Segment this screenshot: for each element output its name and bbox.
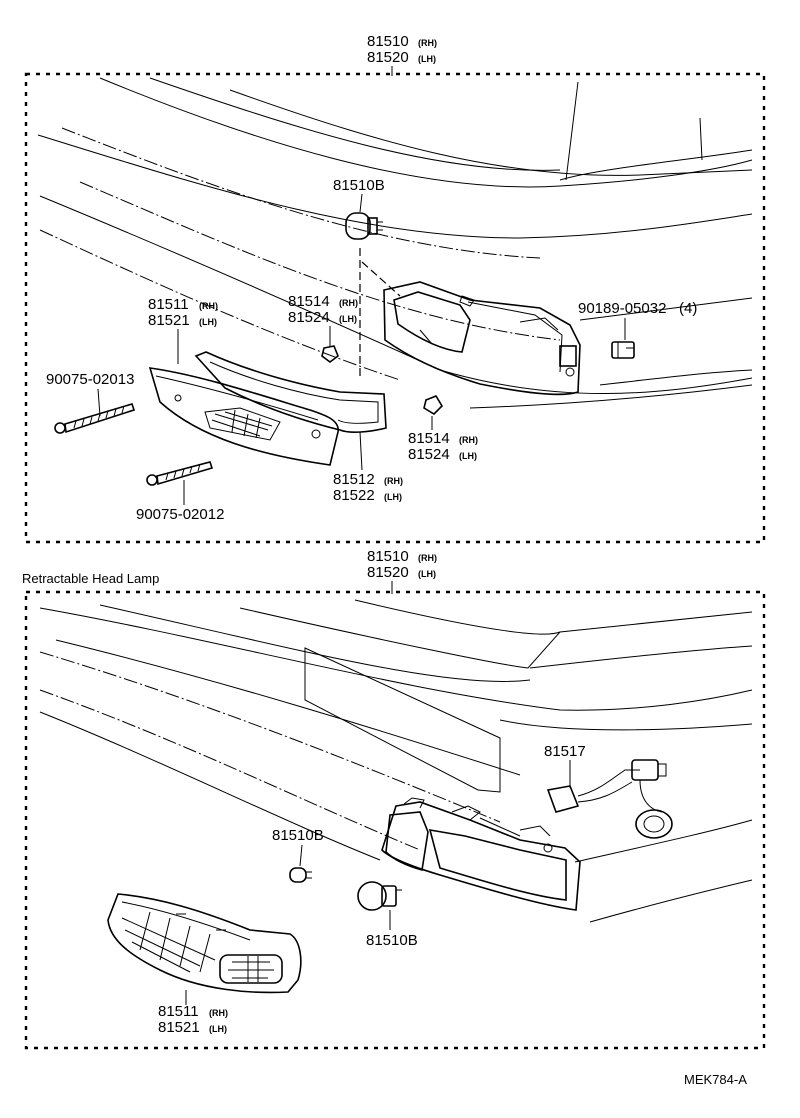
top-nut-upper-lh-label[interactable]: 81524	[288, 309, 330, 326]
top-nut-lower-rh-side: (RH)	[459, 435, 478, 445]
top-lens[interactable]	[148, 367, 339, 466]
top-gasket-rh-side: (RH)	[384, 476, 403, 486]
top-assembly-lh-side: (LH)	[418, 54, 436, 64]
bottom-section: Retractable Head Lamp 81510 (RH) 81520 (…	[22, 548, 766, 1050]
top-gasket-rh-label[interactable]: 81512	[333, 471, 375, 488]
bottom-socket-label[interactable]: 81517	[544, 743, 586, 760]
top-lens-rh-label[interactable]: 81511	[148, 296, 189, 313]
bottom-lens-lh-side: (LH)	[209, 1024, 227, 1034]
top-lens-lh-side: (LH)	[199, 317, 217, 327]
top-nut-lower-lh-label[interactable]: 81524	[408, 446, 450, 463]
bottom-lens-rh-label[interactable]: 81511	[158, 1003, 199, 1020]
top-section-frame	[24, 72, 766, 544]
top-bulb[interactable]	[345, 212, 383, 240]
top-screw-long-label[interactable]: 90075-02013	[46, 371, 134, 388]
top-body-outline	[37, 77, 753, 409]
bottom-section-title: Retractable Head Lamp	[22, 571, 159, 586]
top-nut-lower-lh-side: (LH)	[459, 451, 477, 461]
top-gasket-lh-side: (LH)	[384, 492, 402, 502]
top-gasket-leader	[359, 431, 363, 471]
top-screw-long-leader	[97, 388, 101, 417]
bottom-assembly-rh-number[interactable]: 81510	[367, 548, 409, 565]
top-nut-upper[interactable]	[321, 345, 339, 363]
top-assembly-rh-side: (RH)	[418, 38, 437, 48]
top-clip-qty: (4)	[679, 300, 697, 317]
bottom-assembly-lh-number[interactable]: 81520	[367, 564, 409, 581]
bottom-body-outline	[39, 599, 753, 923]
top-bulb-glass	[345, 212, 371, 240]
bottom-lens[interactable]	[107, 893, 302, 994]
top-housing-socket	[559, 345, 577, 367]
top-screw-short-label[interactable]: 90075-02012	[136, 506, 224, 523]
top-bulb-dashed-path	[359, 248, 401, 378]
bottom-socket[interactable]	[546, 759, 673, 839]
bottom-bulb-small-leader	[299, 844, 303, 867]
top-nut-lower[interactable]	[423, 395, 444, 416]
top-assembly-lh-number[interactable]: 81520	[367, 49, 409, 66]
top-clip[interactable]	[611, 341, 635, 359]
diagram-code: MEK784-A	[684, 1072, 747, 1087]
bottom-bulb-large-label[interactable]: 81510B	[366, 932, 418, 949]
top-screw-long[interactable]	[54, 403, 136, 434]
top-bulb-label[interactable]: 81510B	[333, 177, 385, 194]
bottom-assembly-lh-side: (LH)	[418, 569, 436, 579]
top-section: 81510 (RH) 81520 (LH)	[24, 33, 766, 544]
top-nut-upper-rh-label[interactable]: 81514	[288, 293, 330, 310]
bottom-lens-rh-side: (RH)	[209, 1008, 228, 1018]
top-lamp-housing[interactable]	[383, 281, 581, 396]
top-lens-rh-side: (RH)	[199, 301, 218, 311]
top-gasket[interactable]	[194, 351, 387, 433]
bottom-bulb-large[interactable]	[357, 881, 402, 911]
top-gasket-lh-label[interactable]: 81522	[333, 487, 375, 504]
top-nut-upper-lh-side: (LH)	[339, 314, 357, 324]
top-screw-short[interactable]	[146, 461, 214, 486]
bottom-bulb-small[interactable]	[289, 867, 312, 883]
bottom-section-frame	[24, 590, 766, 1050]
top-bulb-base	[367, 217, 378, 235]
top-bulb-leader	[359, 193, 363, 213]
bottom-lamp-housing[interactable]	[381, 797, 581, 911]
top-clip-label[interactable]: 90189-05032	[578, 300, 666, 317]
bottom-bulb-small-label[interactable]: 81510B	[272, 827, 324, 844]
top-nut-upper-rh-side: (RH)	[339, 298, 358, 308]
top-assembly-rh-number[interactable]: 81510	[367, 33, 409, 50]
bottom-assembly-rh-side: (RH)	[418, 553, 437, 563]
top-nut-lower-rh-label[interactable]: 81514	[408, 430, 450, 447]
top-lens-lh-label[interactable]: 81521	[148, 312, 190, 329]
bottom-lens-lh-label[interactable]: 81521	[158, 1019, 200, 1036]
